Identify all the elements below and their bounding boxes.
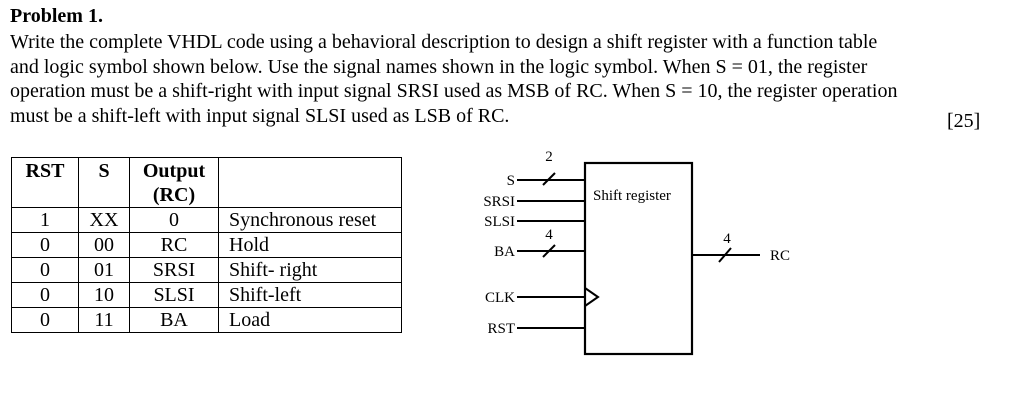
header-output-line2: (RC) (152, 184, 196, 206)
cell-rst: 1 (11, 207, 79, 233)
shift-register-block (583, 161, 694, 356)
cell-description: Synchronous reset (218, 207, 402, 233)
srsi-input-label: SRSI (483, 194, 515, 210)
header-description (218, 157, 402, 208)
header-output-line1: Output (142, 160, 206, 182)
table-row: 0 10 SLSI Shift-left (11, 282, 402, 308)
statement-line-3: operation must be a shift-right with inp… (10, 80, 898, 102)
cell-output: RC (129, 232, 219, 258)
ba-bus-width: 4 (545, 227, 553, 243)
s-input-label: S (507, 173, 515, 189)
s-bus-slash (542, 172, 556, 186)
clk-input-label: CLK (485, 290, 515, 306)
cell-output: BA (129, 307, 219, 333)
logic-symbol: Shift register 2 S SRSI SLSI 4 BA CLK RS… (483, 149, 790, 356)
table-row: 0 00 RC Hold (11, 232, 402, 258)
problem-title: Problem 1. (10, 5, 103, 27)
ba-input-label: BA (494, 244, 515, 260)
rst-input-label: RST (487, 321, 515, 337)
table-row: 1 XX 0 Synchronous reset (11, 207, 402, 233)
cell-rst: 0 (11, 307, 79, 333)
cell-description: Shift- right (218, 257, 402, 283)
problem-statement: Write the complete VHDL code using a beh… (10, 30, 1010, 128)
cell-output: SRSI (129, 257, 219, 283)
clock-triangle-icon (584, 287, 600, 307)
cell-description: Load (218, 307, 402, 333)
cell-description: Hold (218, 232, 402, 258)
statement-line-4: must be a shift-left with input signal S… (10, 104, 510, 127)
cell-rst: 0 (11, 282, 79, 308)
cell-output: 0 (129, 207, 219, 233)
statement-line-2: and logic symbol shown below. Use the si… (10, 55, 868, 78)
header-output: Output (RC) (129, 157, 219, 208)
table-row: 0 01 SRSI Shift- right (11, 257, 402, 283)
cell-s: 00 (78, 232, 130, 258)
header-rst: RST (11, 157, 79, 208)
marks-label: [25] (947, 110, 981, 132)
s-bus-width: 2 (545, 149, 553, 165)
function-table-header: RST S Output (RC) (11, 157, 402, 208)
cell-s: 01 (78, 257, 130, 283)
table-row: 0 11 BA Load (11, 307, 402, 333)
cell-output: SLSI (129, 282, 219, 308)
cell-rst: 0 (11, 257, 79, 283)
cell-s: 10 (78, 282, 130, 308)
block-label: Shift register (593, 188, 671, 204)
header-s: S (78, 157, 130, 208)
statement-line-1: Write the complete VHDL code using a beh… (10, 31, 878, 53)
rc-output-label: RC (770, 248, 790, 264)
function-table: RST S Output (RC) 1 XX 0 Synchronous res… (11, 157, 402, 333)
rc-bus-slash (718, 247, 732, 263)
cell-s: 11 (78, 307, 130, 333)
slsi-input-label: SLSI (484, 214, 515, 230)
ba-bus-slash (542, 244, 556, 258)
cell-description: Shift-left (218, 282, 402, 308)
rc-bus-width: 4 (723, 231, 731, 247)
cell-rst: 0 (11, 232, 79, 258)
cell-s: XX (78, 207, 130, 233)
